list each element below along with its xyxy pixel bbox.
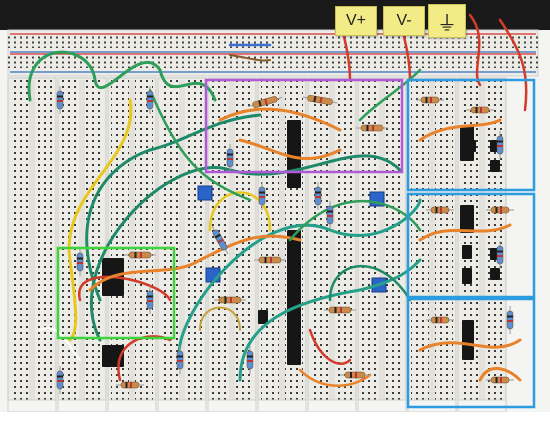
ground-label-tag: ⏚ <box>428 4 466 38</box>
resistor <box>214 296 246 304</box>
resistor <box>258 182 266 210</box>
resistor <box>76 248 84 276</box>
jumper-wire <box>418 338 522 352</box>
resistor <box>496 241 504 269</box>
resistor <box>254 256 286 264</box>
vplus-label-tag: V+ <box>335 6 377 36</box>
resistor <box>506 306 514 334</box>
resistor <box>211 225 229 255</box>
resistor <box>486 206 514 214</box>
resistor <box>466 106 494 114</box>
highlight-box-blue-top <box>406 78 536 192</box>
breadboard-module <box>307 77 357 413</box>
jumper-wire <box>238 258 422 382</box>
resistor <box>340 371 370 379</box>
vplus-label: V+ <box>345 12 366 29</box>
resistor <box>56 366 64 394</box>
jumper-wire <box>358 68 422 122</box>
jumper-wire <box>498 18 528 112</box>
resistor <box>176 346 184 374</box>
resistor <box>246 346 254 374</box>
jumper-wire <box>218 107 342 132</box>
jumper-wire <box>158 68 217 102</box>
ic-chips <box>102 120 500 367</box>
breadboard-module <box>57 77 107 413</box>
jumper-wire <box>418 118 502 142</box>
resistor <box>314 182 322 210</box>
highlight-box-green <box>56 246 176 340</box>
jumper-wire <box>238 138 342 160</box>
breadboard-module <box>407 77 457 413</box>
highlight-boxes <box>56 78 536 409</box>
resistor <box>302 95 338 105</box>
jumper-wire <box>208 191 272 232</box>
resistor <box>326 201 334 229</box>
resistor <box>226 144 234 172</box>
vminus-label-tag: V- <box>383 6 425 36</box>
highlight-box-magenta <box>204 78 404 174</box>
jumper-wire <box>478 367 522 382</box>
resistor <box>496 131 504 159</box>
jumper-wire <box>90 154 402 342</box>
resistor <box>56 86 64 114</box>
resistor <box>116 381 144 389</box>
jumper-wire <box>199 306 241 331</box>
jumper-wire <box>298 368 372 387</box>
resistor <box>426 316 454 324</box>
resistor <box>324 306 356 314</box>
jumper-wire <box>85 113 262 302</box>
resistor <box>416 96 444 104</box>
jumper-wire <box>78 275 172 302</box>
resistor <box>146 86 154 114</box>
jumper-wire <box>418 223 512 242</box>
resistor <box>356 124 388 132</box>
resistor <box>124 251 156 259</box>
jumper-wire <box>148 88 252 202</box>
jumper-wire <box>229 54 271 62</box>
dark-backdrop <box>0 0 550 30</box>
highlight-box-blue-middle <box>406 192 536 299</box>
vminus-label: V- <box>396 12 412 29</box>
jumper-wire <box>67 98 133 342</box>
jumper-wire <box>27 50 162 102</box>
ground-label: ⏚ <box>437 12 457 35</box>
resistor <box>426 206 454 214</box>
jumper-wire <box>88 234 302 292</box>
bottom-edge <box>0 412 550 421</box>
resistors <box>56 86 514 394</box>
highlight-box-blue-bottom <box>406 297 536 409</box>
breadboard-module <box>7 77 57 413</box>
jumper-wire <box>308 328 352 365</box>
jumper-wire <box>288 200 422 242</box>
resistor <box>486 376 514 384</box>
resistor <box>146 286 154 314</box>
resistor <box>247 96 283 108</box>
jumper-wire <box>328 264 412 302</box>
